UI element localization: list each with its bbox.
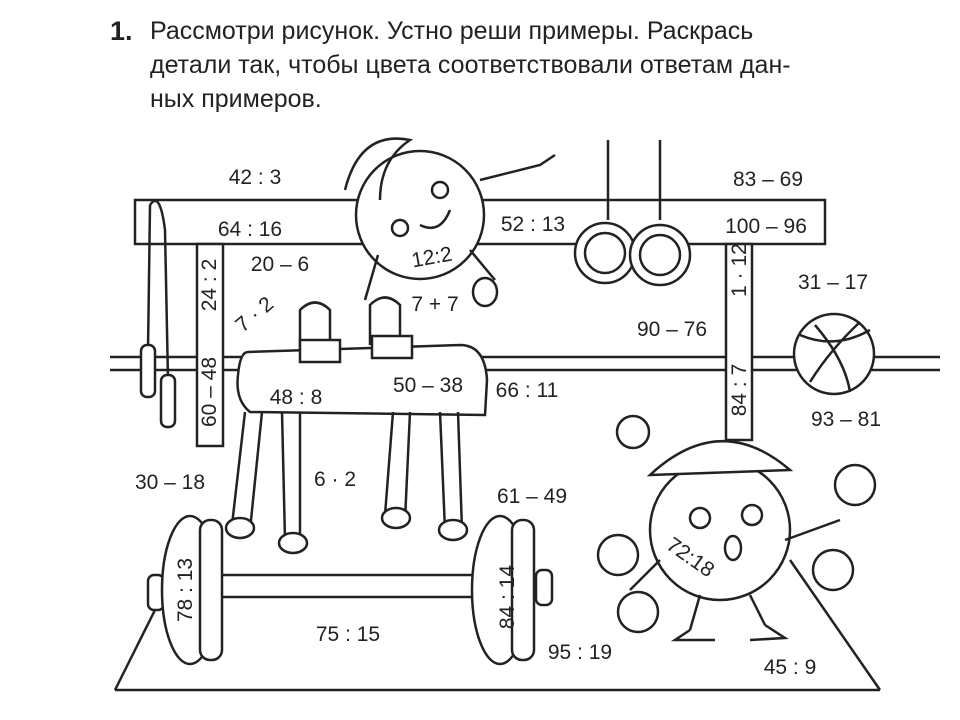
task-text-line: Рассмотри рисунок. Устно реши примеры. Р… [150,17,754,45]
example-75-div-15: 75 : 15 [315,623,381,646]
example-60-minus-48: 60 – 48 [198,356,221,428]
jump-rope [146,199,170,381]
example-100-minus-96: 100 – 96 [725,215,807,238]
character-ball-1 [354,149,486,281]
example-24-div-2: 24 : 2 [198,258,221,312]
example-78-div-13: 78 : 13 [174,557,197,623]
character-ball-2 [648,458,792,602]
task-text-line: ных примеров. [150,85,322,113]
dumbbell [833,463,877,507]
task-number: 1. [110,16,133,46]
example-52-div-13: 52 : 13 [500,213,566,236]
example-30-minus-18: 30 – 18 [134,471,206,494]
example-61-minus-49: 61 – 49 [496,485,568,508]
example-84-div-14: 84 : 14 [496,564,519,630]
example-83-minus-69: 83 – 69 [732,168,804,191]
example-95-div-19: 95 : 19 [547,641,613,664]
dumbbell [596,533,640,577]
example-90-minus-76: 90 – 76 [636,318,708,341]
left-post [195,242,225,448]
example-7-plus-7: 7 + 7 [411,293,459,316]
pommel-handle [368,296,402,345]
striped-hat [646,440,794,477]
horse-legs [230,411,464,545]
floor-line [113,599,162,691]
volleyball [792,312,876,396]
example-20-minus-6: 20 – 6 [250,253,310,276]
example-48-div-8: 48 : 8 [269,386,323,409]
example-42-div-3: 42 : 3 [228,166,282,189]
example-66-div-11: 66 : 11 [495,379,559,402]
example-31-minus-17: 31 – 17 [797,271,869,294]
example-84-div-7: 84 : 7 [728,363,751,417]
pommel-handle [298,301,332,350]
example-50-minus-38: 50 – 38 [392,374,464,397]
task-text-line: детали так, чтобы цвета соответствовали … [150,51,791,79]
example-93-minus-81: 93 – 81 [810,408,882,431]
character-hair [343,137,414,201]
example-45-div-9: 45 : 9 [763,656,817,679]
example-64-div-16: 64 : 16 [217,218,283,241]
example-1-times-12: 1 · 12 [728,243,751,297]
example-6-times-2: 6 · 2 [313,468,357,491]
right-post [724,242,754,442]
